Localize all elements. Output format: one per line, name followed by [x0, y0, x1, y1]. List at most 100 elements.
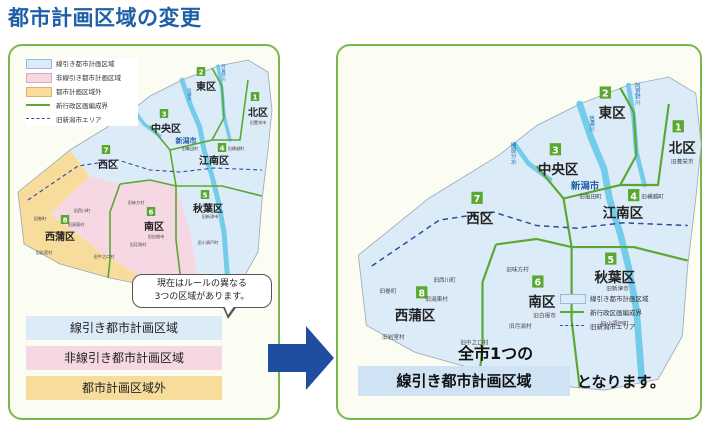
ward-number-badge [532, 275, 544, 288]
ward-number-badge [200, 190, 210, 199]
ward-name: 東区 [196, 80, 216, 93]
former-town-label: 旧小須戸町 [601, 319, 630, 327]
ward-number: 1 [253, 94, 258, 102]
ward-number-badge [605, 252, 617, 265]
arrow-shape [268, 326, 334, 390]
former-town-label: 旧岩室村 [382, 333, 405, 341]
legend-label: 都市計画区域外 [56, 88, 102, 96]
ward-name: 秋葉区 [595, 269, 636, 286]
former-niigata-boundary [371, 211, 688, 267]
ward-name: 江南区 [603, 204, 644, 221]
before-legend: 線引き都市計画区域 非線引き都市計画区域 都市計画区域外 新行政区画編成界 旧新… [26, 58, 138, 126]
ward-name: 西区 [98, 159, 118, 171]
ward-number-badge [159, 109, 169, 118]
ward-name: 西区 [466, 211, 493, 227]
former-town-label: 旧亀田町 [579, 193, 602, 201]
ward-boundary [212, 79, 249, 141]
ward-name: 南区 [528, 294, 556, 311]
conclusion-line2: となります。 [577, 373, 666, 391]
conclusion-highlight: 線引き都市計画区域 [358, 366, 570, 396]
ward-number: 4 [630, 191, 637, 202]
ward-number: 1 [675, 122, 682, 133]
legend-line-former-niigata [26, 118, 50, 119]
legend-label: 旧新潟市エリア [590, 323, 636, 331]
ward-number-badge [628, 189, 640, 202]
outside-zone [18, 150, 160, 288]
legend-label: 新行政区画編成界 [56, 102, 108, 110]
river-label: 関屋分水 [509, 142, 516, 165]
page-title: 都市計画区域の変更 [8, 6, 202, 30]
former-town-label: 旧新津市 [202, 213, 219, 220]
ward-number: 5 [607, 255, 614, 266]
legend-swatch-senbiki [26, 59, 52, 69]
ward-name: 中央区 [151, 122, 181, 135]
former-town-label: 旧亀田町 [182, 145, 200, 152]
ward-boundary [620, 103, 670, 187]
city-center-label: 新潟市 [176, 136, 197, 145]
hisenbiki-zone [50, 176, 200, 292]
ward-number-badge [672, 120, 684, 133]
former-town-label: 旧月潟村 [509, 322, 532, 330]
ward-number-badge [217, 143, 227, 152]
ward-name: 西蒲区 [45, 230, 75, 243]
callout-tail-inner [224, 305, 235, 315]
ward-boundary [478, 244, 498, 372]
river-label: 信濃川 [187, 87, 193, 101]
ward-number-badge [549, 143, 562, 156]
legend-line-boundary [26, 104, 50, 106]
former-town-label: 旧豊栄市 [250, 119, 267, 126]
city-center-label: 新潟市 [571, 180, 600, 192]
category-outside: 都市計画区域外 [26, 376, 222, 400]
ward-number-badge [250, 92, 260, 101]
ward-number: 8 [63, 217, 68, 225]
former-town-label: 旧岩室村 [36, 249, 54, 256]
ward-number-badge [60, 215, 70, 224]
ward-number-badge [146, 207, 156, 216]
callout-line: 3つの区域があります。 [154, 292, 250, 302]
ward-boundary [169, 67, 225, 151]
ward-name: 秋葉区 [193, 202, 223, 215]
former-town-label: 旧中之口村 [460, 338, 489, 346]
ward-number: 8 [418, 289, 425, 300]
ward-name: 中央区 [538, 161, 579, 178]
category-senbiki: 線引き都市計画区域 [26, 316, 222, 340]
former-town-label: 旧白根市 [148, 233, 165, 240]
river-label: 信濃川 [588, 114, 595, 132]
ward-number: 2 [602, 89, 609, 100]
legend-label: 線引き都市計画区域 [590, 295, 649, 303]
conclusion-line1: 全市1つの [458, 344, 534, 363]
ward-boundary [107, 183, 121, 279]
ward-number: 5 [203, 192, 208, 200]
river-line [576, 100, 646, 383]
former-town-label: 旧小須戸町 [198, 239, 220, 246]
legend-label: 線引き都市計画区域 [56, 60, 115, 68]
ward-number-badge [471, 191, 483, 204]
ward-boundary [176, 185, 263, 197]
former-town-label: 旧横越町 [228, 145, 246, 152]
callout-bubble: 現在はルールの異なる 3つの区域があります。 [132, 274, 272, 308]
callout-line: 現在はルールの異なる [156, 279, 247, 289]
former-town-label: 旧潟東村 [425, 295, 448, 303]
after-legend: 線引き都市計画区域 新行政区画編成界 旧新潟市エリア [560, 293, 694, 337]
ward-number: 3 [162, 111, 167, 119]
ward-name: 江南区 [199, 154, 229, 167]
former-town-label: 旧白根市 [533, 311, 556, 319]
category-hisenbiki: 非線引き都市計画区域 [26, 346, 222, 370]
ward-number: 4 [220, 145, 225, 153]
former-town-label: 旧横越町 [641, 193, 664, 201]
legend-swatch-senbiki [560, 294, 586, 304]
legend-label: 非線引き都市計画区域 [56, 74, 121, 82]
former-town-label: 旧西川町 [433, 277, 456, 284]
former-town-label: 旧中之口村 [94, 253, 116, 260]
ward-number: 7 [104, 147, 109, 155]
ward-name: 北区 [669, 141, 696, 157]
ward-boundary [563, 87, 638, 200]
ward-number-badge [416, 286, 428, 299]
ward-name: 南区 [144, 220, 164, 233]
legend-swatch-outside [26, 87, 52, 97]
senbiki-zone [70, 60, 272, 292]
former-town-label: 旧潟東村 [68, 221, 86, 228]
